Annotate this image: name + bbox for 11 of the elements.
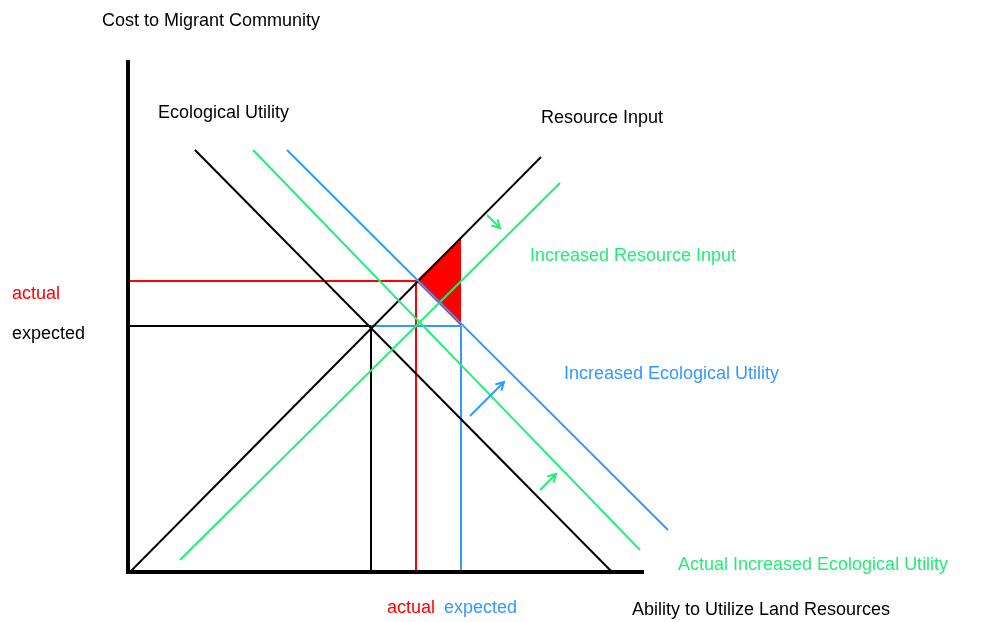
axis-title: Cost to Migrant Community	[102, 9, 321, 31]
curve-label: Increased Ecological Utility	[564, 362, 780, 384]
axis-value-label: expected	[12, 322, 86, 344]
axis-value-label: actual	[387, 596, 436, 618]
curve-label: Resource Input	[541, 106, 664, 128]
axis-title: Ability to Utilize Land Resources	[632, 598, 891, 620]
curve-label: Ecological Utility	[158, 101, 290, 123]
curve-label: Increased Resource Input	[530, 244, 737, 266]
curve-label: Actual Increased Ecological Utility	[678, 553, 949, 575]
axis-value-label: actual	[12, 282, 61, 304]
axis-value-label: expected	[444, 596, 518, 618]
